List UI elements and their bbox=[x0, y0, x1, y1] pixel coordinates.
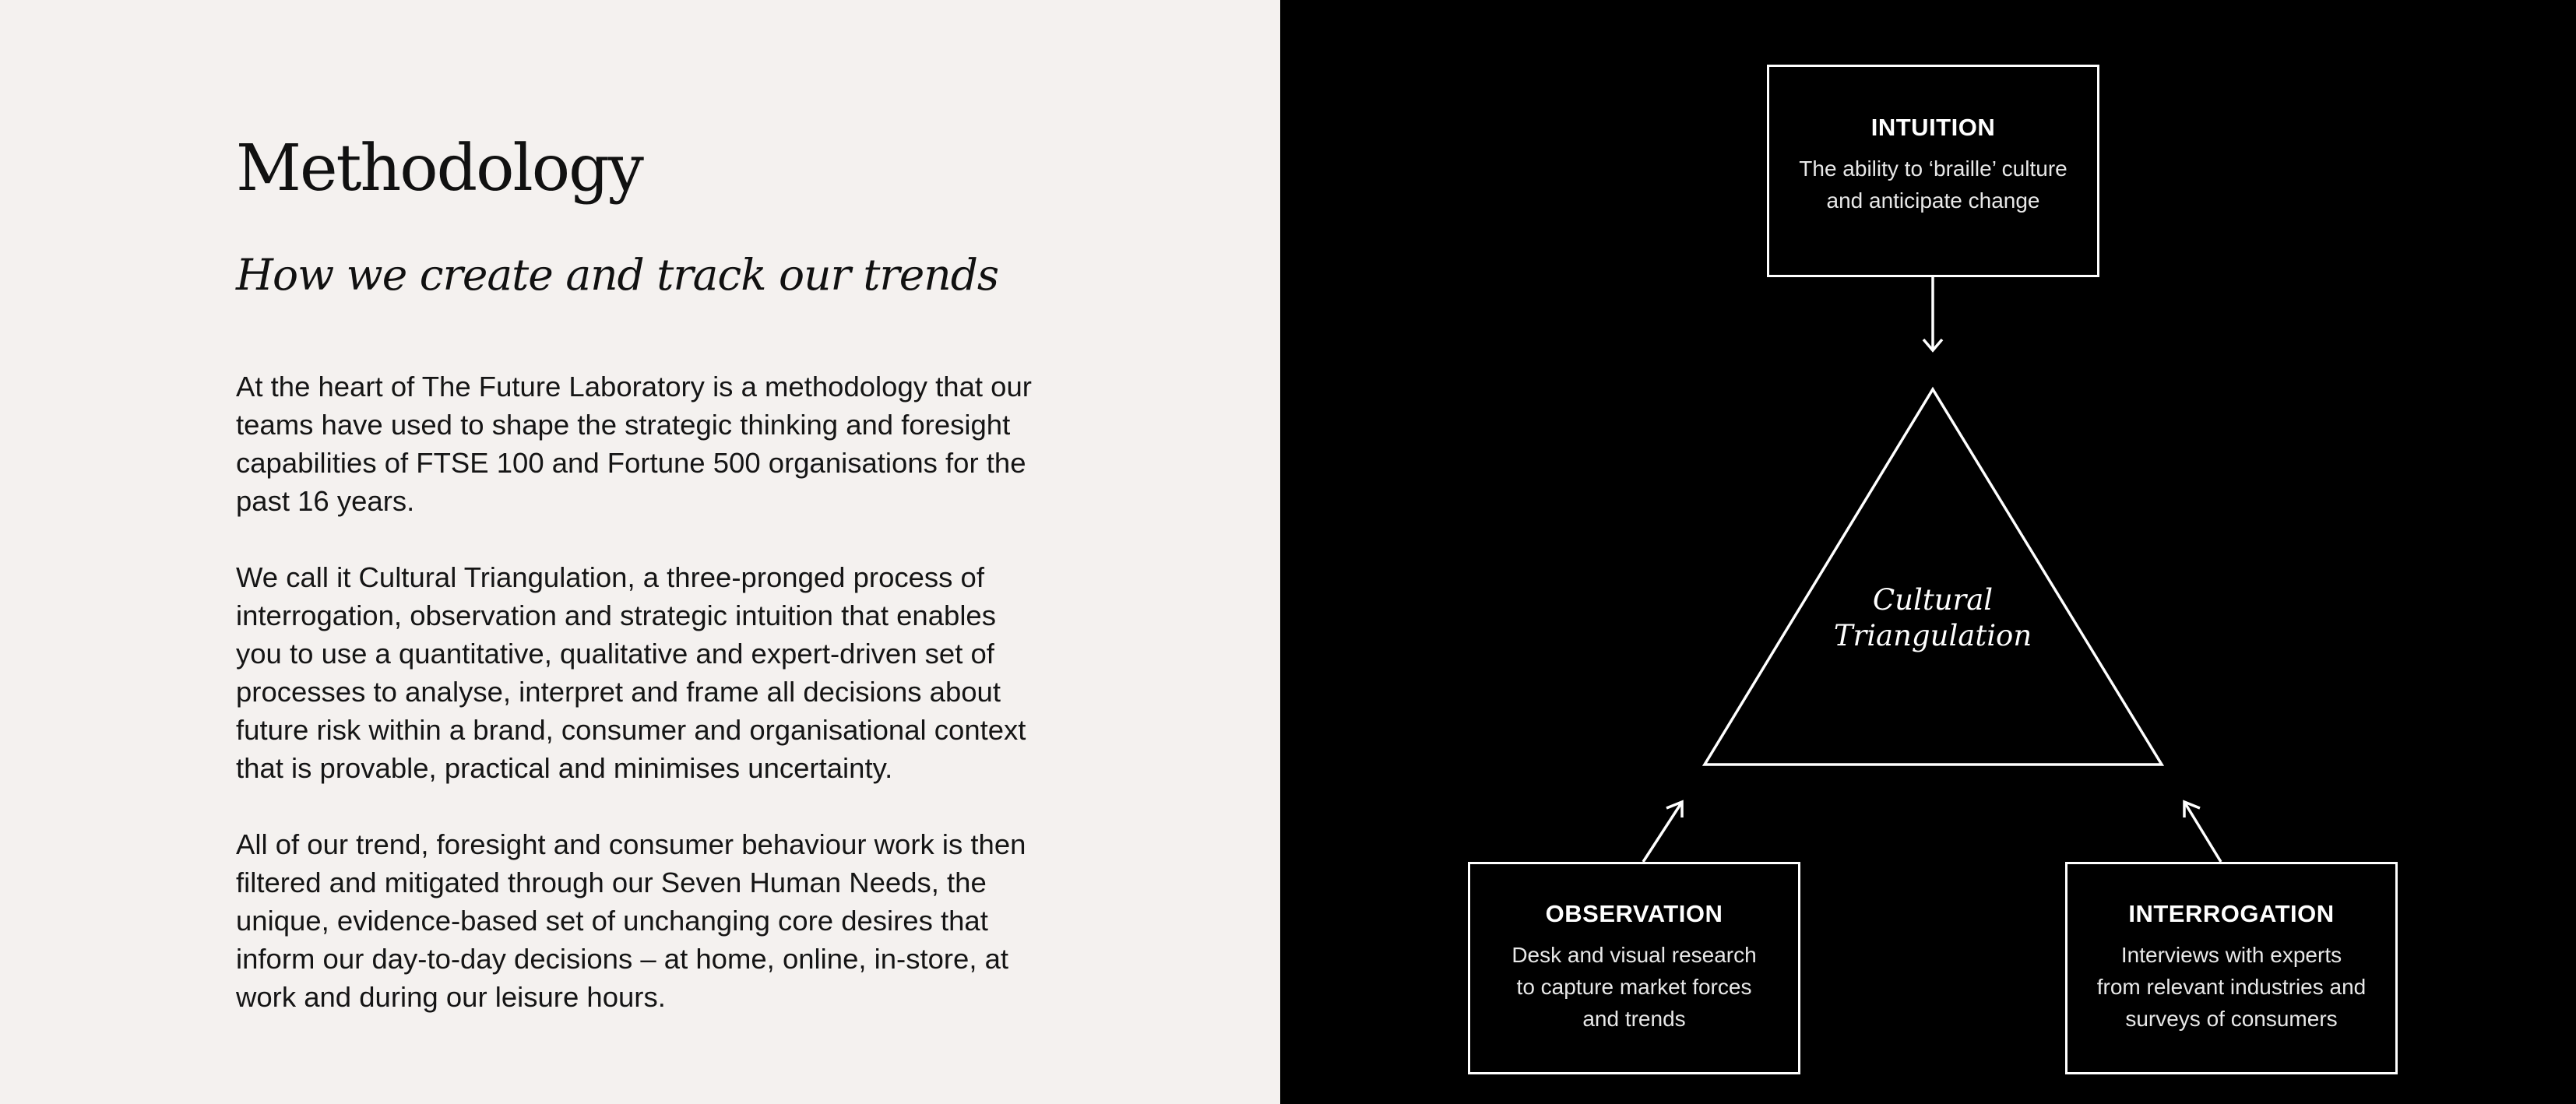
center-label-line-1: Cultural bbox=[1872, 583, 1994, 617]
body-paragraph-3: All of our trend, foresight and consumer… bbox=[236, 828, 1026, 1013]
center-label-line-2: Triangulation bbox=[1833, 619, 2032, 652]
node-description-line: to capture market forces bbox=[1516, 975, 1752, 999]
node-description: Interviews with experts from relevant in… bbox=[2067, 939, 2395, 1035]
page-subtitle: How we create and track our trends bbox=[236, 250, 999, 300]
node-description-line: from relevant industries and bbox=[2096, 975, 2367, 999]
node-title: INTUITION bbox=[1870, 114, 1996, 141]
node-description-line: and trends bbox=[1582, 1007, 1686, 1031]
node-description-line: Interviews with experts bbox=[2120, 943, 2342, 967]
node-intuition: INTUITION The ability to ‘braille’ cultu… bbox=[1767, 65, 2099, 277]
node-description-line: Desk and visual research bbox=[1511, 943, 1757, 967]
node-description-line: and anticipate change bbox=[1826, 188, 2040, 213]
node-interrogation: INTERROGATION Interviews with experts fr… bbox=[2065, 862, 2398, 1074]
page-title: Methodology bbox=[236, 132, 644, 206]
node-description: The ability to ‘braille’ culture and ant… bbox=[1769, 153, 2097, 216]
center-label: Cultural Triangulation bbox=[1777, 582, 2089, 654]
node-description-line: The ability to ‘braille’ culture bbox=[1799, 156, 2067, 181]
text-panel: Methodology How we create and track our … bbox=[0, 0, 1280, 1104]
node-title: INTERROGATION bbox=[2128, 900, 2335, 927]
node-description-line: surveys of consumers bbox=[2125, 1007, 2338, 1031]
body-paragraph-1: At the heart of The Future Laboratory is… bbox=[236, 371, 1032, 517]
body-paragraph-2: We call it Cultural Triangulation, a thr… bbox=[236, 561, 1026, 784]
node-title: OBSERVATION bbox=[1545, 900, 1723, 927]
node-observation: OBSERVATION Desk and visual research to … bbox=[1468, 862, 1800, 1074]
node-description: Desk and visual research to capture mark… bbox=[1470, 939, 1798, 1035]
